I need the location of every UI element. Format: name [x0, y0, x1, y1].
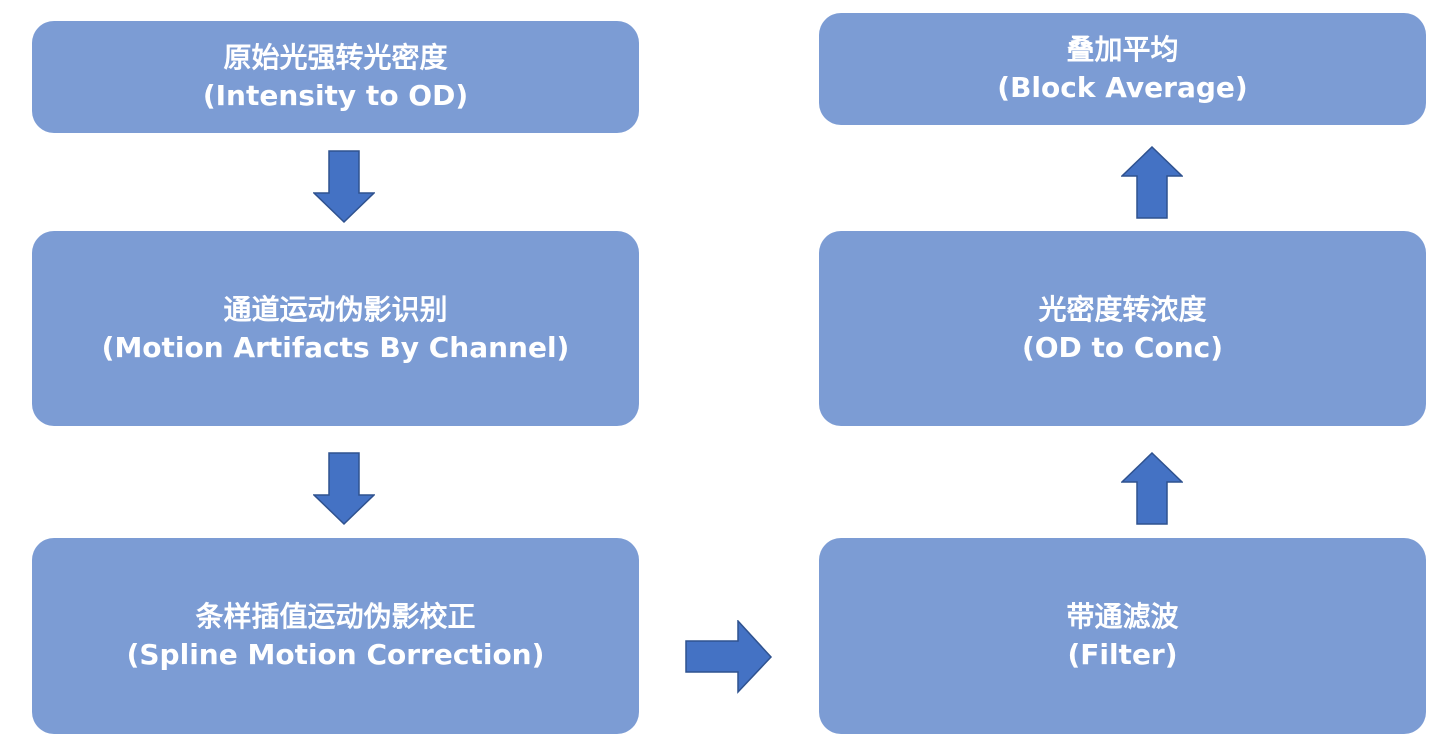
arrow-down-icon	[313, 150, 375, 224]
step-motion-artifacts: 通道运动伪影识别 (Motion Artifacts By Channel)	[32, 231, 639, 426]
step-block-average: 叠加平均 (Block Average)	[819, 13, 1426, 125]
step-filter-zh: 带通滤波	[1066, 600, 1179, 633]
arrow-up-icon	[1121, 452, 1183, 525]
step-intensity-to-od: 原始光强转光密度 (Intensity to OD)	[32, 21, 639, 133]
step-motion-artifacts-en: (Motion Artifacts By Channel)	[101, 330, 570, 364]
step-od-to-conc: 光密度转浓度 (OD to Conc)	[819, 231, 1426, 426]
arrow-up-icon	[1121, 146, 1183, 219]
step-block-average-zh: 叠加平均	[1066, 33, 1179, 66]
step-block-average-en: (Block Average)	[997, 71, 1248, 104]
step-filter: 带通滤波 (Filter)	[819, 538, 1426, 734]
step-od-to-conc-en: (OD to Conc)	[1021, 330, 1224, 364]
step-intensity-to-od-en: (Intensity to OD)	[202, 79, 469, 112]
step-spline-correction-zh: 条样插值运动伪影校正	[195, 600, 476, 633]
arrow-down-icon	[313, 452, 375, 526]
step-spline-correction: 条样插值运动伪影校正 (Spline Motion Correction)	[32, 538, 639, 734]
step-intensity-to-od-zh: 原始光强转光密度	[223, 41, 448, 74]
step-motion-artifacts-zh: 通道运动伪影识别	[223, 292, 448, 326]
arrow-right-icon	[685, 620, 773, 694]
step-filter-en: (Filter)	[1067, 638, 1178, 671]
step-spline-correction-en: (Spline Motion Correction)	[126, 638, 545, 671]
step-od-to-conc-zh: 光密度转浓度	[1038, 292, 1207, 326]
